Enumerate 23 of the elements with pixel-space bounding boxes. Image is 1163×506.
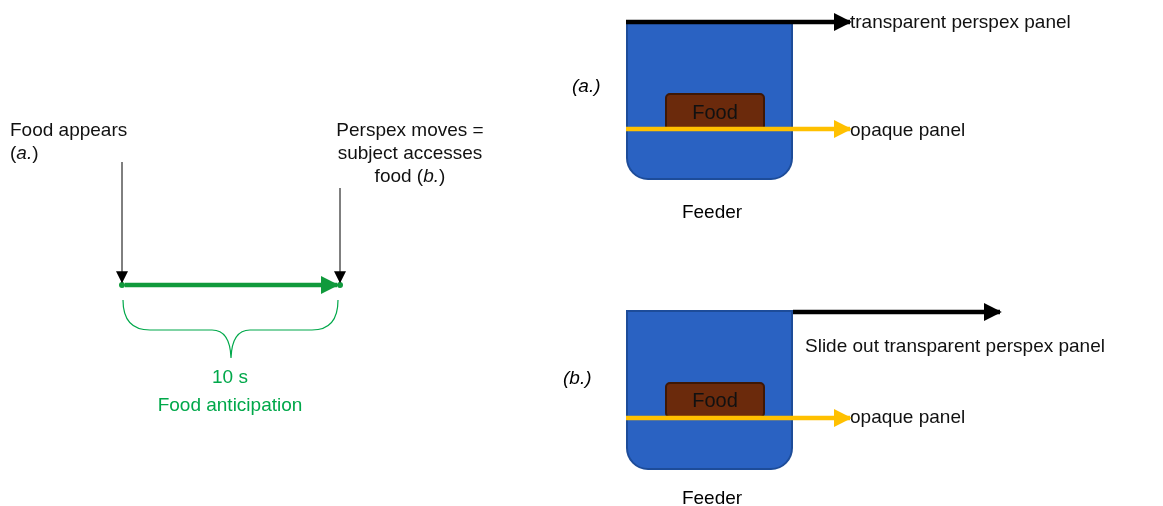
panel-arrow [626, 13, 852, 31]
label-text: Perspex moves = subject accesses food (b.) [330, 118, 490, 188]
label-text: opaque panel [850, 405, 990, 431]
label-text: Food appears (a.) [10, 118, 135, 162]
food-box: Food [665, 382, 765, 418]
feeder-label: Feeder [681, 200, 743, 223]
label-text: opaque panel [850, 118, 990, 144]
panel-tag: (a.) [572, 74, 601, 97]
feeder-box [626, 310, 793, 470]
panel-arrow [626, 120, 852, 138]
duration-label: Food anticipation [157, 393, 303, 416]
label-text: transparent perspex panel [850, 10, 1120, 36]
label-text: Slide out transparent perspex panel [805, 312, 1160, 358]
arrow [334, 187, 346, 284]
feeder-label: Feeder [681, 486, 743, 506]
panel-arrow [626, 409, 852, 427]
timeline-end-dot [119, 282, 125, 288]
timeline-end-dot [337, 282, 343, 288]
panel-arrow [793, 303, 1002, 321]
duration-label: 10 s [212, 365, 248, 388]
timeline-arrow [125, 276, 339, 294]
arrow [116, 161, 128, 284]
panel-tag: (b.) [563, 366, 592, 389]
